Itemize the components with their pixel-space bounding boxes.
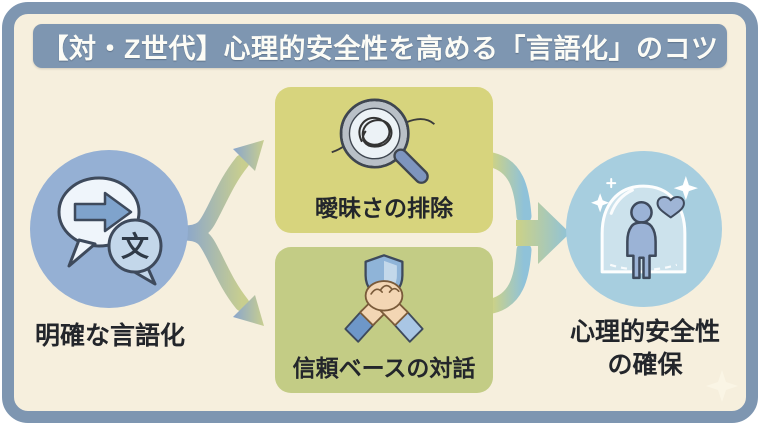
translate-char: 文 <box>121 230 149 262</box>
sparkle-icon <box>591 193 610 213</box>
title-bar: 【対・Z世代】心理的安全性を高める「言語化」のコツ <box>33 24 727 68</box>
corner-sparkle-icon <box>706 370 738 402</box>
person-bubble-icon <box>591 176 698 280</box>
arrowhead-right-icon <box>516 202 570 264</box>
branch-arrow <box>182 140 264 326</box>
chat-translate-icon: 文 <box>57 176 163 286</box>
factor-ambiguity-label: 曖昧さの排除 <box>315 195 453 221</box>
node-factor-trust: 信頼ベースの対話 <box>275 247 493 393</box>
outcome-label-line2: の確保 <box>607 351 683 379</box>
magnifier-tangle-icon <box>331 98 436 184</box>
sparkle-icon <box>606 178 617 189</box>
merge-arrow-shape <box>486 152 570 314</box>
node-factor-ambiguity: 曖昧さの排除 <box>275 87 493 233</box>
handshake-shield-icon <box>344 254 424 343</box>
factor-trust-label: 信頼ベースの対話 <box>292 355 476 381</box>
arrowhead-up-icon <box>233 140 264 171</box>
tangle-scribble <box>358 116 393 148</box>
node-source: 文 <box>30 150 188 308</box>
person-body <box>626 221 657 280</box>
arrow-glyph-icon <box>73 191 133 233</box>
outcome-label: 心理的安全性 の確保 <box>550 316 740 382</box>
merge-arrow <box>486 152 570 314</box>
person-head <box>630 201 653 224</box>
arrowhead-down-icon <box>233 295 264 326</box>
heart-icon <box>656 196 685 219</box>
outcome-label-line1: 心理的安全性 <box>569 318 720 346</box>
source-label: 明確な言語化 <box>34 322 185 350</box>
node-outcome <box>566 151 722 307</box>
page-title: 【対・Z世代】心理的安全性を高める「言語化」のコツ <box>41 33 719 64</box>
branch-arrow-shape <box>182 140 264 326</box>
sparkle-icon <box>673 176 698 201</box>
